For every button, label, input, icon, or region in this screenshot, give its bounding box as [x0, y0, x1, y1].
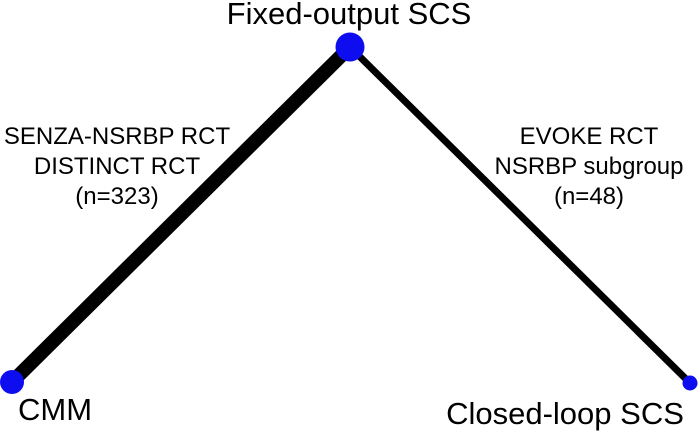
node-closed-loop-scs	[682, 375, 698, 391]
edge-label-right-line-1: EVOKE RCT	[519, 123, 659, 150]
edge-label-right-sample-size: (n=48)	[553, 183, 625, 210]
edge-fixed-output-scs-to-cmm	[7, 42, 355, 387]
node-cmm	[0, 370, 24, 394]
edge-label-left-line-2: DISTINCT RCT	[33, 153, 201, 180]
edge-label-left-sample-size: (n=323)	[75, 183, 159, 210]
edge-fixed-output-scs-to-closed-loop-scs	[347, 44, 693, 386]
node-label-cmm: CMM	[18, 392, 93, 427]
node-label-fixed-output-scs: Fixed-output SCS	[226, 0, 472, 31]
edge-label-right: EVOKE RCT NSRBP subgroup (n=48)	[495, 122, 684, 212]
edge-label-left-line-1: SENZA-NSRBP RCT	[3, 123, 231, 150]
node-label-closed-loop-scs: Closed-loop SCS	[446, 396, 684, 431]
edge-label-right-line-2: NSRBP subgroup	[494, 153, 684, 180]
edge-label-left: SENZA-NSRBP RCT DISTINCT RCT (n=323)	[4, 122, 230, 212]
node-fixed-output-scs	[335, 32, 365, 62]
